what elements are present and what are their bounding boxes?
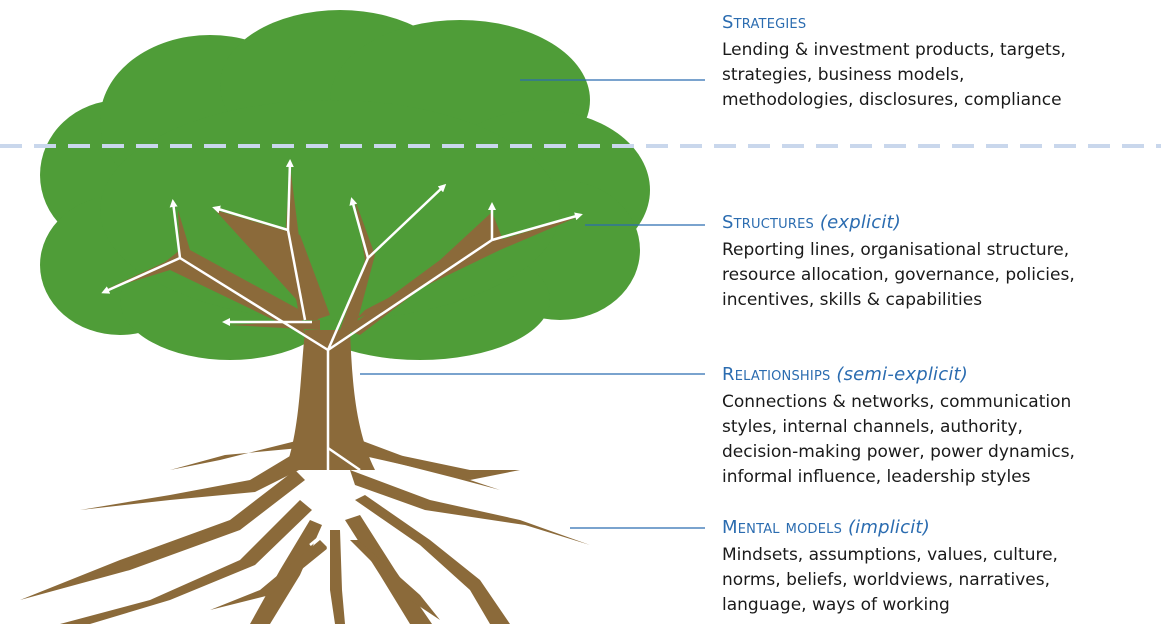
body-line: norms, beliefs, worldviews, narratives, (722, 570, 1050, 590)
layer-structures: Structures (explicit) Reporting lines, o… (722, 212, 1075, 313)
layer-mental-models: Mental models (implicit) Mindsets, assum… (722, 517, 1058, 618)
layer-body: Lending & investment products, targets, … (722, 38, 1066, 113)
body-line: informal influence, leadership styles (722, 467, 1031, 487)
body-line: Reporting lines, organisational structur… (722, 240, 1070, 260)
tree-canopy (40, 10, 650, 360)
layer-title: Relationships (semi-explicit) (722, 364, 1075, 386)
body-line: methodologies, disclosures, compliance (722, 90, 1062, 110)
body-line: styles, internal channels, authority, (722, 417, 1023, 437)
layer-body: Reporting lines, organisational structur… (722, 238, 1075, 313)
layer-title-text: Relationships (722, 364, 831, 385)
layer-body: Mindsets, assumptions, values, culture, … (722, 543, 1058, 618)
layer-tag: (explicit) (819, 212, 902, 233)
layer-strategies: Strategies Lending & investment products… (722, 12, 1066, 113)
body-line: incentives, skills & capabilities (722, 290, 983, 310)
connector-lines (360, 79, 705, 529)
body-line: Mindsets, assumptions, values, culture, (722, 545, 1058, 565)
body-line: Lending & investment products, targets, (722, 40, 1066, 60)
body-line: strategies, business models, (722, 65, 965, 85)
layer-title: Mental models (implicit) (722, 517, 1058, 539)
body-line: resource allocation, governance, policie… (722, 265, 1075, 285)
layer-tag: (semi-explicit) (836, 364, 968, 385)
layer-title-text: Strategies (722, 12, 807, 33)
body-line: Connections & networks, communication (722, 392, 1072, 412)
branch-lines (101, 159, 583, 610)
layer-tag: (implicit) (847, 517, 930, 538)
layer-title: Strategies (722, 12, 1066, 34)
layer-title-text: Mental models (722, 517, 843, 538)
layer-title-text: Structures (722, 212, 814, 233)
layer-relationships: Relationships (semi-explicit) Connection… (722, 364, 1075, 490)
body-line: language, ways of working (722, 595, 950, 615)
body-line: decision-making power, power dynamics, (722, 442, 1075, 462)
layer-title: Structures (explicit) (722, 212, 1075, 234)
tree-roots (20, 440, 590, 624)
layer-body: Connections & networks, communication st… (722, 390, 1075, 490)
